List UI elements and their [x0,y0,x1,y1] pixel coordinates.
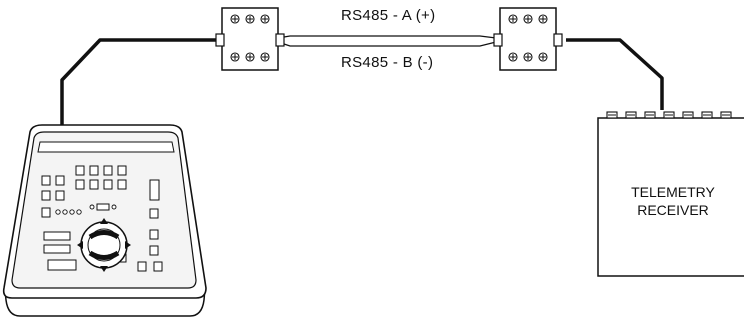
rs485-cable [274,35,500,47]
rs485-b-label: RS485 - B (-) [341,54,434,71]
control-keyboard [2,124,207,317]
right-terminal-block [493,7,563,71]
receiver-label-line1: TELEMETRY [631,184,715,200]
left-terminal-block [215,7,285,71]
keyboard-cable [60,38,222,130]
keyboard-keys [41,165,163,272]
receiver-cable [566,38,664,110]
telemetry-receiver [597,111,744,277]
joystick-icon [77,218,131,272]
rs485-a-label: RS485 - A (+) [341,7,436,24]
receiver-label-line2: RECEIVER [637,202,709,218]
receiver-label: TELEMETRY RECEIVER [628,183,718,219]
